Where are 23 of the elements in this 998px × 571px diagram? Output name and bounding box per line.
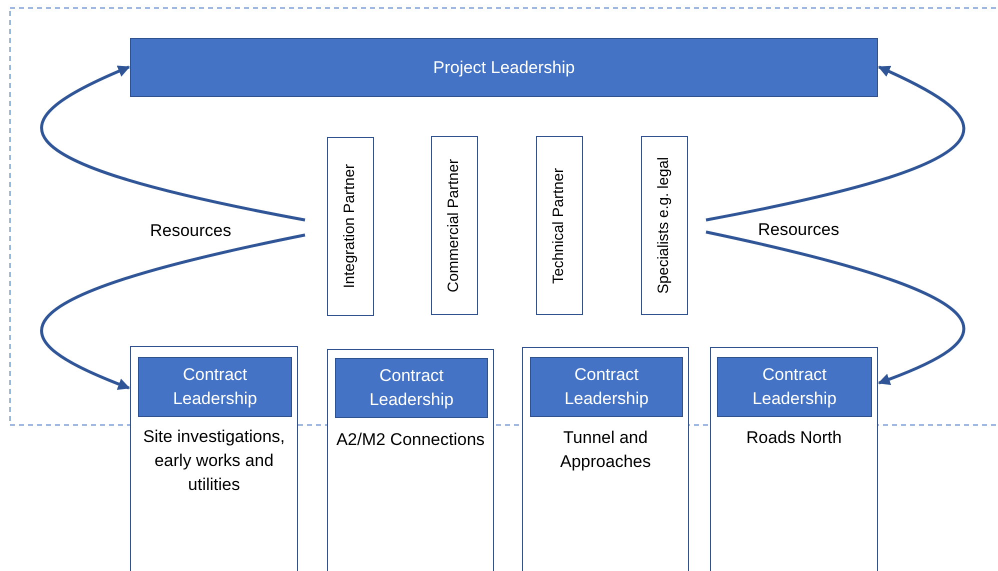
- column-text: Site investigations, early works and utilities: [142, 426, 286, 496]
- contract-column: [522, 347, 689, 571]
- column-text: Tunnel and Approaches: [559, 427, 652, 473]
- leadership-box: Contract Leadership: [717, 357, 872, 417]
- curved-arrow: [706, 66, 965, 222]
- leadership-box: Contract Leadership: [335, 358, 488, 418]
- column-text: Roads North: [746, 427, 842, 449]
- resources-label: Resources: [150, 220, 232, 242]
- resources-label: Resources: [758, 219, 840, 241]
- leadership-box: Contract Leadership: [138, 357, 292, 417]
- partner-box: Specialists e.g. legal: [641, 136, 688, 315]
- curved-arrow: [40, 234, 306, 390]
- partner-box: Commercial Partner: [431, 136, 478, 315]
- partner-box: Technical Partner: [536, 136, 583, 315]
- column-text: A2/M2 Connections: [336, 429, 485, 451]
- contract-column: [710, 347, 878, 571]
- contract-column: [327, 349, 494, 571]
- leadership-box: Contract Leadership: [530, 357, 683, 417]
- leadership-box: Project Leadership: [130, 38, 878, 97]
- curved-arrow: [40, 66, 306, 222]
- contract-column: [130, 346, 298, 571]
- curved-arrow: [706, 230, 965, 385]
- partner-box: Integration Partner: [327, 137, 374, 316]
